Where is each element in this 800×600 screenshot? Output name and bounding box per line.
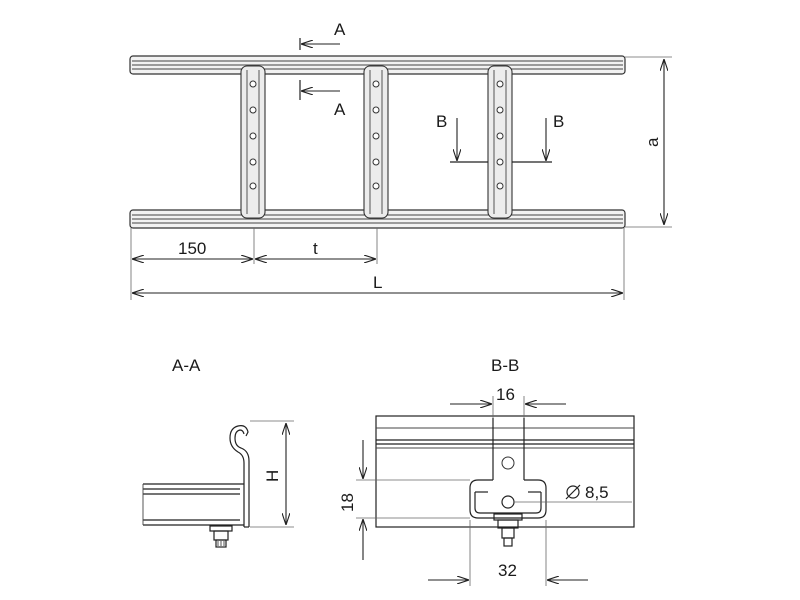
- dimension-16: 16: [450, 385, 566, 418]
- dimension-L: L: [133, 228, 625, 300]
- dim-t-label: t: [313, 239, 318, 258]
- dim-hole-label: 8,5: [585, 483, 609, 502]
- dim-16-label: 16: [496, 385, 515, 404]
- dimension-a: a: [625, 56, 672, 228]
- rung-3: [487, 65, 513, 219]
- dimension-150: 150: [130, 228, 255, 300]
- rung-1: [240, 65, 266, 219]
- rung-profile: [142, 483, 244, 526]
- section-aa-view: A-A H: [142, 356, 294, 548]
- rung-2: [363, 65, 389, 219]
- dim-32-label: 32: [498, 561, 517, 580]
- section-a-bottom-label: A: [334, 100, 346, 119]
- rung-section: [469, 418, 547, 519]
- rail-elevation: [375, 415, 635, 528]
- dim-L-label: L: [373, 273, 382, 292]
- dimension-32: 32: [428, 520, 588, 586]
- dimension-H: H: [250, 420, 294, 528]
- section-a-top-label: A: [334, 20, 346, 39]
- dimension-hole: 8,5: [514, 483, 632, 503]
- section-bb-view: B-B: [338, 356, 635, 586]
- bolt-bb: [493, 513, 523, 547]
- section-b-left-label: B: [436, 112, 447, 131]
- section-b-right-label: B: [553, 112, 564, 131]
- section-a-marker: A A: [299, 20, 346, 119]
- section-aa-title: A-A: [172, 356, 201, 375]
- ladder-top-view: A A B B a 150: [129, 20, 672, 300]
- section-bb-title: B-B: [491, 356, 519, 375]
- side-rail-profile: [229, 425, 250, 528]
- dim-H-label: H: [263, 470, 282, 482]
- dim-a-label: a: [643, 137, 662, 147]
- bolt-aa: [209, 525, 233, 548]
- section-b-marker: B B: [436, 112, 564, 163]
- dimension-t: t: [256, 228, 378, 264]
- dim-150-label: 150: [178, 239, 206, 258]
- dim-18-label: 18: [338, 493, 357, 512]
- dimension-18: 18: [338, 440, 470, 560]
